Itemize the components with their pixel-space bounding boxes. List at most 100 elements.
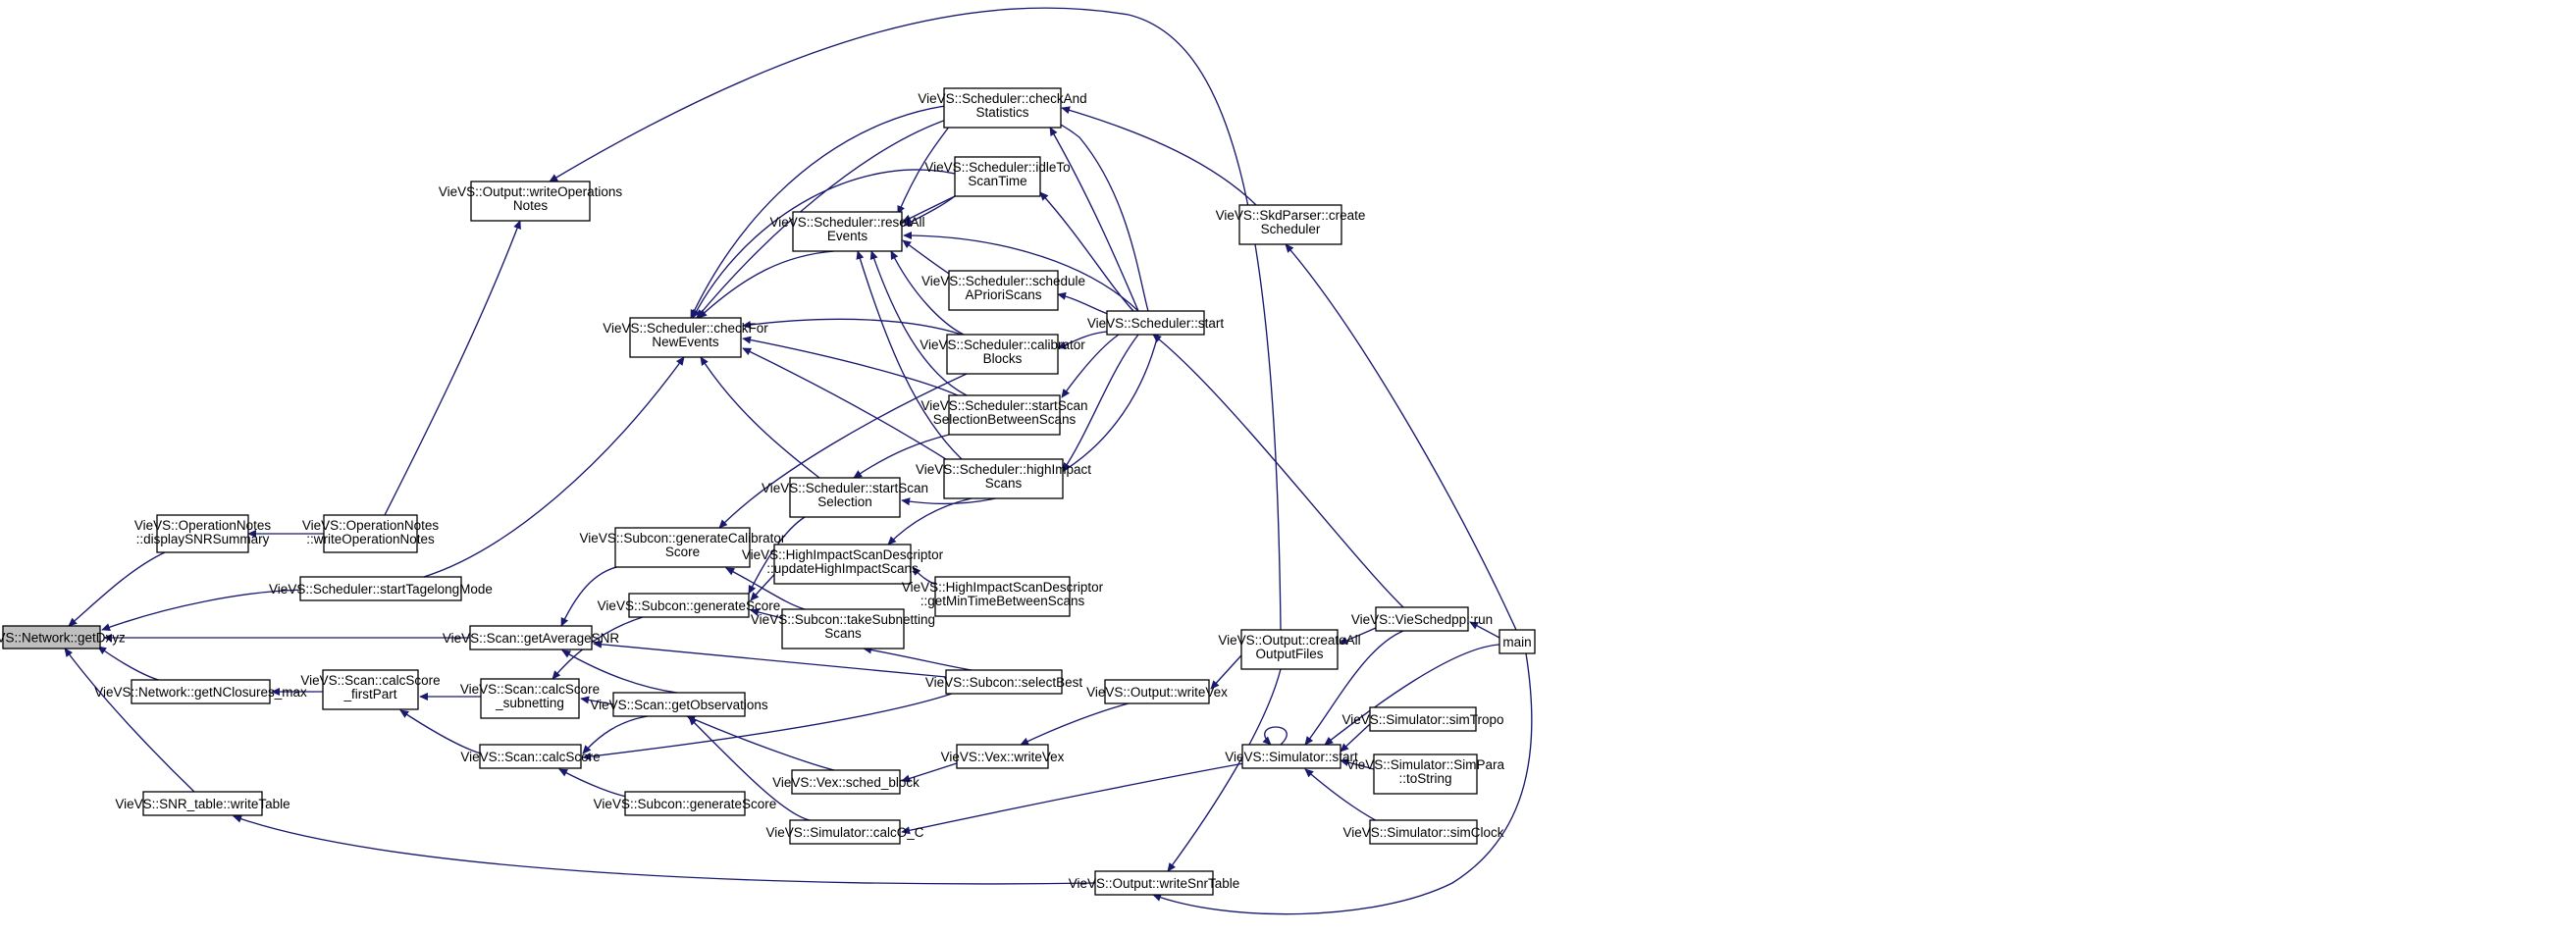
node-box <box>469 625 593 650</box>
node-box <box>789 819 901 845</box>
edge-outwritesnr-snrwrite <box>233 814 1096 885</box>
node-vie-sched-run[interactable]: VieVS::VieSchedpp::run <box>1351 606 1493 632</box>
node-sched-start[interactable]: VieVS::Scheduler::start <box>1087 310 1225 336</box>
node-calc-o-c[interactable]: VieVS::Simulator::calcO_C <box>765 819 924 845</box>
node-box <box>1369 706 1477 732</box>
edge-selectbest-getavgsnr <box>593 640 947 678</box>
node-sim-tropo[interactable]: VieVS::Simulator::simTropo <box>1341 706 1504 732</box>
node-label: VieVS::Simulator::calcO_C <box>765 825 923 840</box>
node-sim-para[interactable]: VieVS::Simulator::SimPara::toString <box>1346 753 1505 795</box>
node-box <box>934 576 1071 617</box>
edge-startscanbetween-startscansel <box>853 434 950 479</box>
node-label: VieVS::Scheduler::startScan <box>920 398 1087 413</box>
node-label: VieVS::Scheduler::resetAll <box>769 215 924 230</box>
edge-highimpact-resetall <box>856 250 963 460</box>
node-sub-gen-score2[interactable]: VieVS::Subcon::generateScore <box>594 791 777 816</box>
node-calc-score[interactable]: VieVS::Scan::calcScore <box>460 744 601 769</box>
node-box <box>612 692 746 717</box>
edge-takesub-gencalib <box>725 567 806 610</box>
node-box <box>479 744 582 769</box>
node-write-vex-vex[interactable]: VieVS::Vex::writeVex <box>941 744 1065 769</box>
node-calc-score-first[interactable]: VieVS::Scan::calcScore_firstPart <box>300 669 441 710</box>
edge-calcoc-getobs <box>688 716 811 821</box>
node-label: VieVS::Simulator::start <box>1225 750 1358 764</box>
node-out-write-snr[interactable]: VieVS::Output::writeSnrTable <box>1069 870 1240 896</box>
edge-main-simstart <box>1324 644 1500 746</box>
node-box <box>948 394 1061 436</box>
node-get-n-closures[interactable]: VieVS::Network::getNClosures_max <box>94 679 307 704</box>
edge-subgen1-calcsub <box>552 616 644 680</box>
node-display-s-n-r[interactable]: VieVS::OperationNotes::displaySNRSummary <box>134 514 272 553</box>
node-label: Scans <box>824 626 862 641</box>
edge-simtropo-simstart <box>1340 723 1371 753</box>
edge-startscanbetween-checkfor <box>742 336 963 398</box>
edge-idleto-resetall <box>903 195 956 227</box>
node-scan-get-avg-s-n-r[interactable]: VieVS::Scan::getAverageSNR <box>443 625 620 650</box>
node-label: Statistics <box>975 105 1028 120</box>
edge-snrwrite-getdxyz <box>64 648 195 793</box>
node-out-write-vex[interactable]: VieVS::Output::writeVex <box>1086 679 1228 704</box>
node-calc-score-sub[interactable]: VieVS::Scan::calcScore_subnetting <box>460 678 600 719</box>
node-label: Score <box>665 545 700 559</box>
edge-displaysnr-getdxyz <box>68 551 166 627</box>
edge-createall-outwriteopnotes <box>549 7 1282 631</box>
node-box <box>1373 753 1478 795</box>
node-label: VieVS::Scheduler::startScan <box>762 481 928 495</box>
node-get-observations[interactable]: VieVS::Scan::getObservations <box>590 692 768 717</box>
node-label: VieVS::Vex::sched_block <box>772 775 920 790</box>
node-label: VieVS::OperationNotes <box>134 518 272 533</box>
node-box <box>946 334 1059 375</box>
node-label: VieVS::Scan::calcScore <box>300 673 440 688</box>
node-sim-clock[interactable]: VieVS::Simulator::simClock <box>1342 819 1504 845</box>
edge-genCalib-getavgsnr <box>560 564 629 627</box>
node-box <box>2 625 101 649</box>
edge-vieschedrun-schedstart <box>1152 334 1404 608</box>
node-sub-gen-score1[interactable]: VieVS::Subcon::generateScore <box>598 593 781 618</box>
node-label: ::displaySNRSummary <box>136 532 270 546</box>
node-snr-write-table[interactable]: VieVS::SNR_table::writeTable <box>115 791 290 816</box>
node-start-scan-sel-between[interactable]: VieVS::Scheduler::startScanSelectionBetw… <box>920 394 1088 436</box>
node-sim-start[interactable]: VieVS::Simulator::start <box>1225 744 1358 769</box>
node-main[interactable]: main <box>1498 629 1536 654</box>
node-label: OutputFiles <box>1255 647 1323 661</box>
node-label: _subnetting <box>495 696 564 710</box>
node-label: VieVS::SNR_table::writeTable <box>115 797 289 811</box>
node-get-dxyz[interactable]: VieVS::Network::getDxyz <box>0 625 126 649</box>
node-label: _firstPart <box>342 687 396 701</box>
node-sched-block[interactable]: VieVS::Vex::sched_block <box>772 769 920 795</box>
node-box <box>1498 629 1536 654</box>
node-box <box>1094 870 1214 896</box>
edge-vieschedrun-simstart <box>1304 630 1404 746</box>
edge-schedstart-schedapr <box>1057 291 1115 317</box>
node-box <box>1238 204 1342 245</box>
node-update-h-i[interactable]: VieVS::HighImpactScanDescriptor::updateH… <box>742 544 944 585</box>
node-write-op-notes[interactable]: VieVS::OperationNotes::writeOperationNot… <box>302 514 440 553</box>
node-get-min-time[interactable]: VieVS::HighImpactScanDescriptor::getMinT… <box>902 576 1104 617</box>
edge-schedstart-startscanbetween <box>1061 334 1120 398</box>
edge-getobs-calcsub <box>580 696 614 705</box>
edge-schedstart-resetall <box>903 231 1139 312</box>
node-select-best[interactable]: VieVS::Subcon::selectBest <box>925 669 1083 695</box>
edge-simpara-simstart <box>1340 758 1375 770</box>
edge-createall-outwritevex <box>1210 654 1242 690</box>
node-box <box>322 669 419 710</box>
node-label: SelectionBetweenScans <box>933 412 1077 427</box>
node-box <box>1240 629 1339 670</box>
node-box <box>948 270 1059 311</box>
edge-simstart-self <box>1262 726 1288 746</box>
node-label: VieVS::Scheduler::startTagelongMode <box>269 582 493 597</box>
node-start-tagelong[interactable]: VieVS::Scheduler::startTagelongMode <box>269 576 493 601</box>
